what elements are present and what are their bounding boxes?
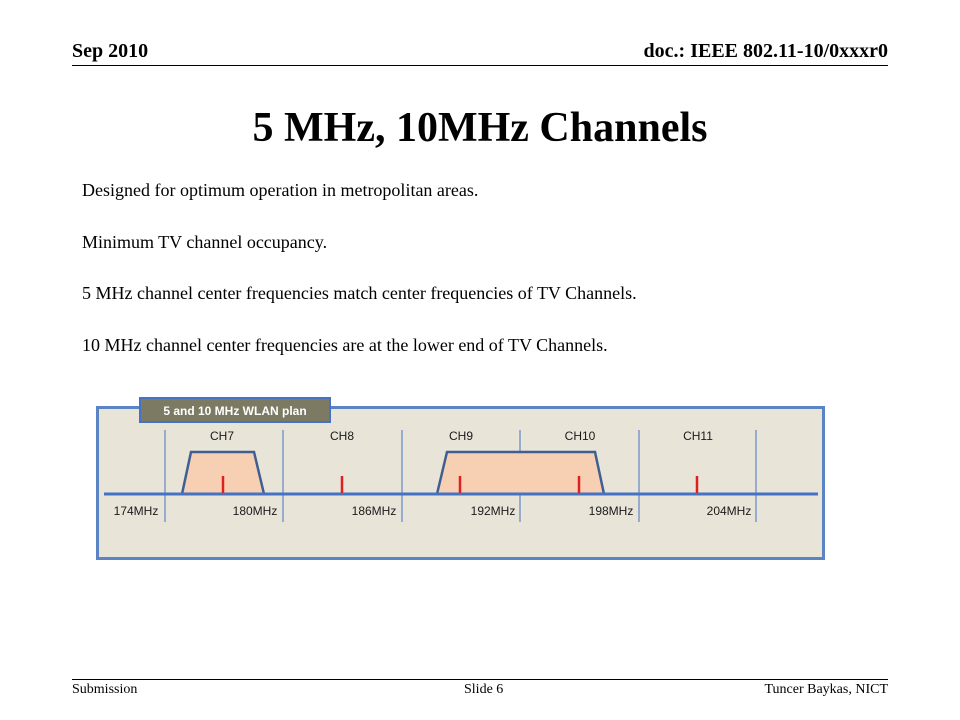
channel-label: CH11 bbox=[683, 429, 713, 443]
bullet-item: Minimum TV channel occupancy. bbox=[82, 231, 328, 252]
header-rule bbox=[72, 65, 888, 66]
frequency-label: 186MHz bbox=[352, 504, 397, 518]
frequency-label: 198MHz bbox=[589, 504, 634, 518]
footer-slide-number: Slide 6 bbox=[464, 682, 504, 697]
frequency-label: 192MHz bbox=[471, 504, 516, 518]
wlan-plan-diagram: 5 and 10 MHz WLAN plan CH7 CH8 CH9 CH10 … bbox=[96, 397, 825, 560]
diagram-tab-label: 5 and 10 MHz WLAN plan bbox=[163, 404, 306, 418]
frequency-label: 204MHz bbox=[707, 504, 752, 518]
channel-label: CH9 bbox=[449, 429, 473, 443]
footer-rule bbox=[72, 679, 888, 680]
slide-title: 5 MHz, 10MHz Channels bbox=[252, 105, 708, 151]
frequency-label: 174MHz bbox=[114, 504, 159, 518]
bullet-item: 5 MHz channel center frequencies match c… bbox=[82, 283, 637, 303]
channel-label: CH10 bbox=[565, 429, 596, 443]
frequency-label: 180MHz bbox=[233, 504, 278, 518]
footer-author: Tuncer Baykas, NICT bbox=[764, 682, 888, 697]
footer-submission: Submission bbox=[72, 682, 138, 697]
bullet-item: Designed for optimum operation in metrop… bbox=[82, 180, 479, 200]
channel-label: CH7 bbox=[210, 429, 234, 443]
channel-label: CH8 bbox=[330, 429, 354, 443]
header-doc-id: doc.: IEEE 802.11-10/0xxxr0 bbox=[643, 40, 888, 62]
bullet-item: 10 MHz channel center frequencies are at… bbox=[82, 334, 608, 355]
header-date: Sep 2010 bbox=[72, 40, 149, 62]
bullet-list: Designed for optimum operation in metrop… bbox=[82, 180, 637, 386]
diagram-tab bbox=[139, 397, 331, 423]
